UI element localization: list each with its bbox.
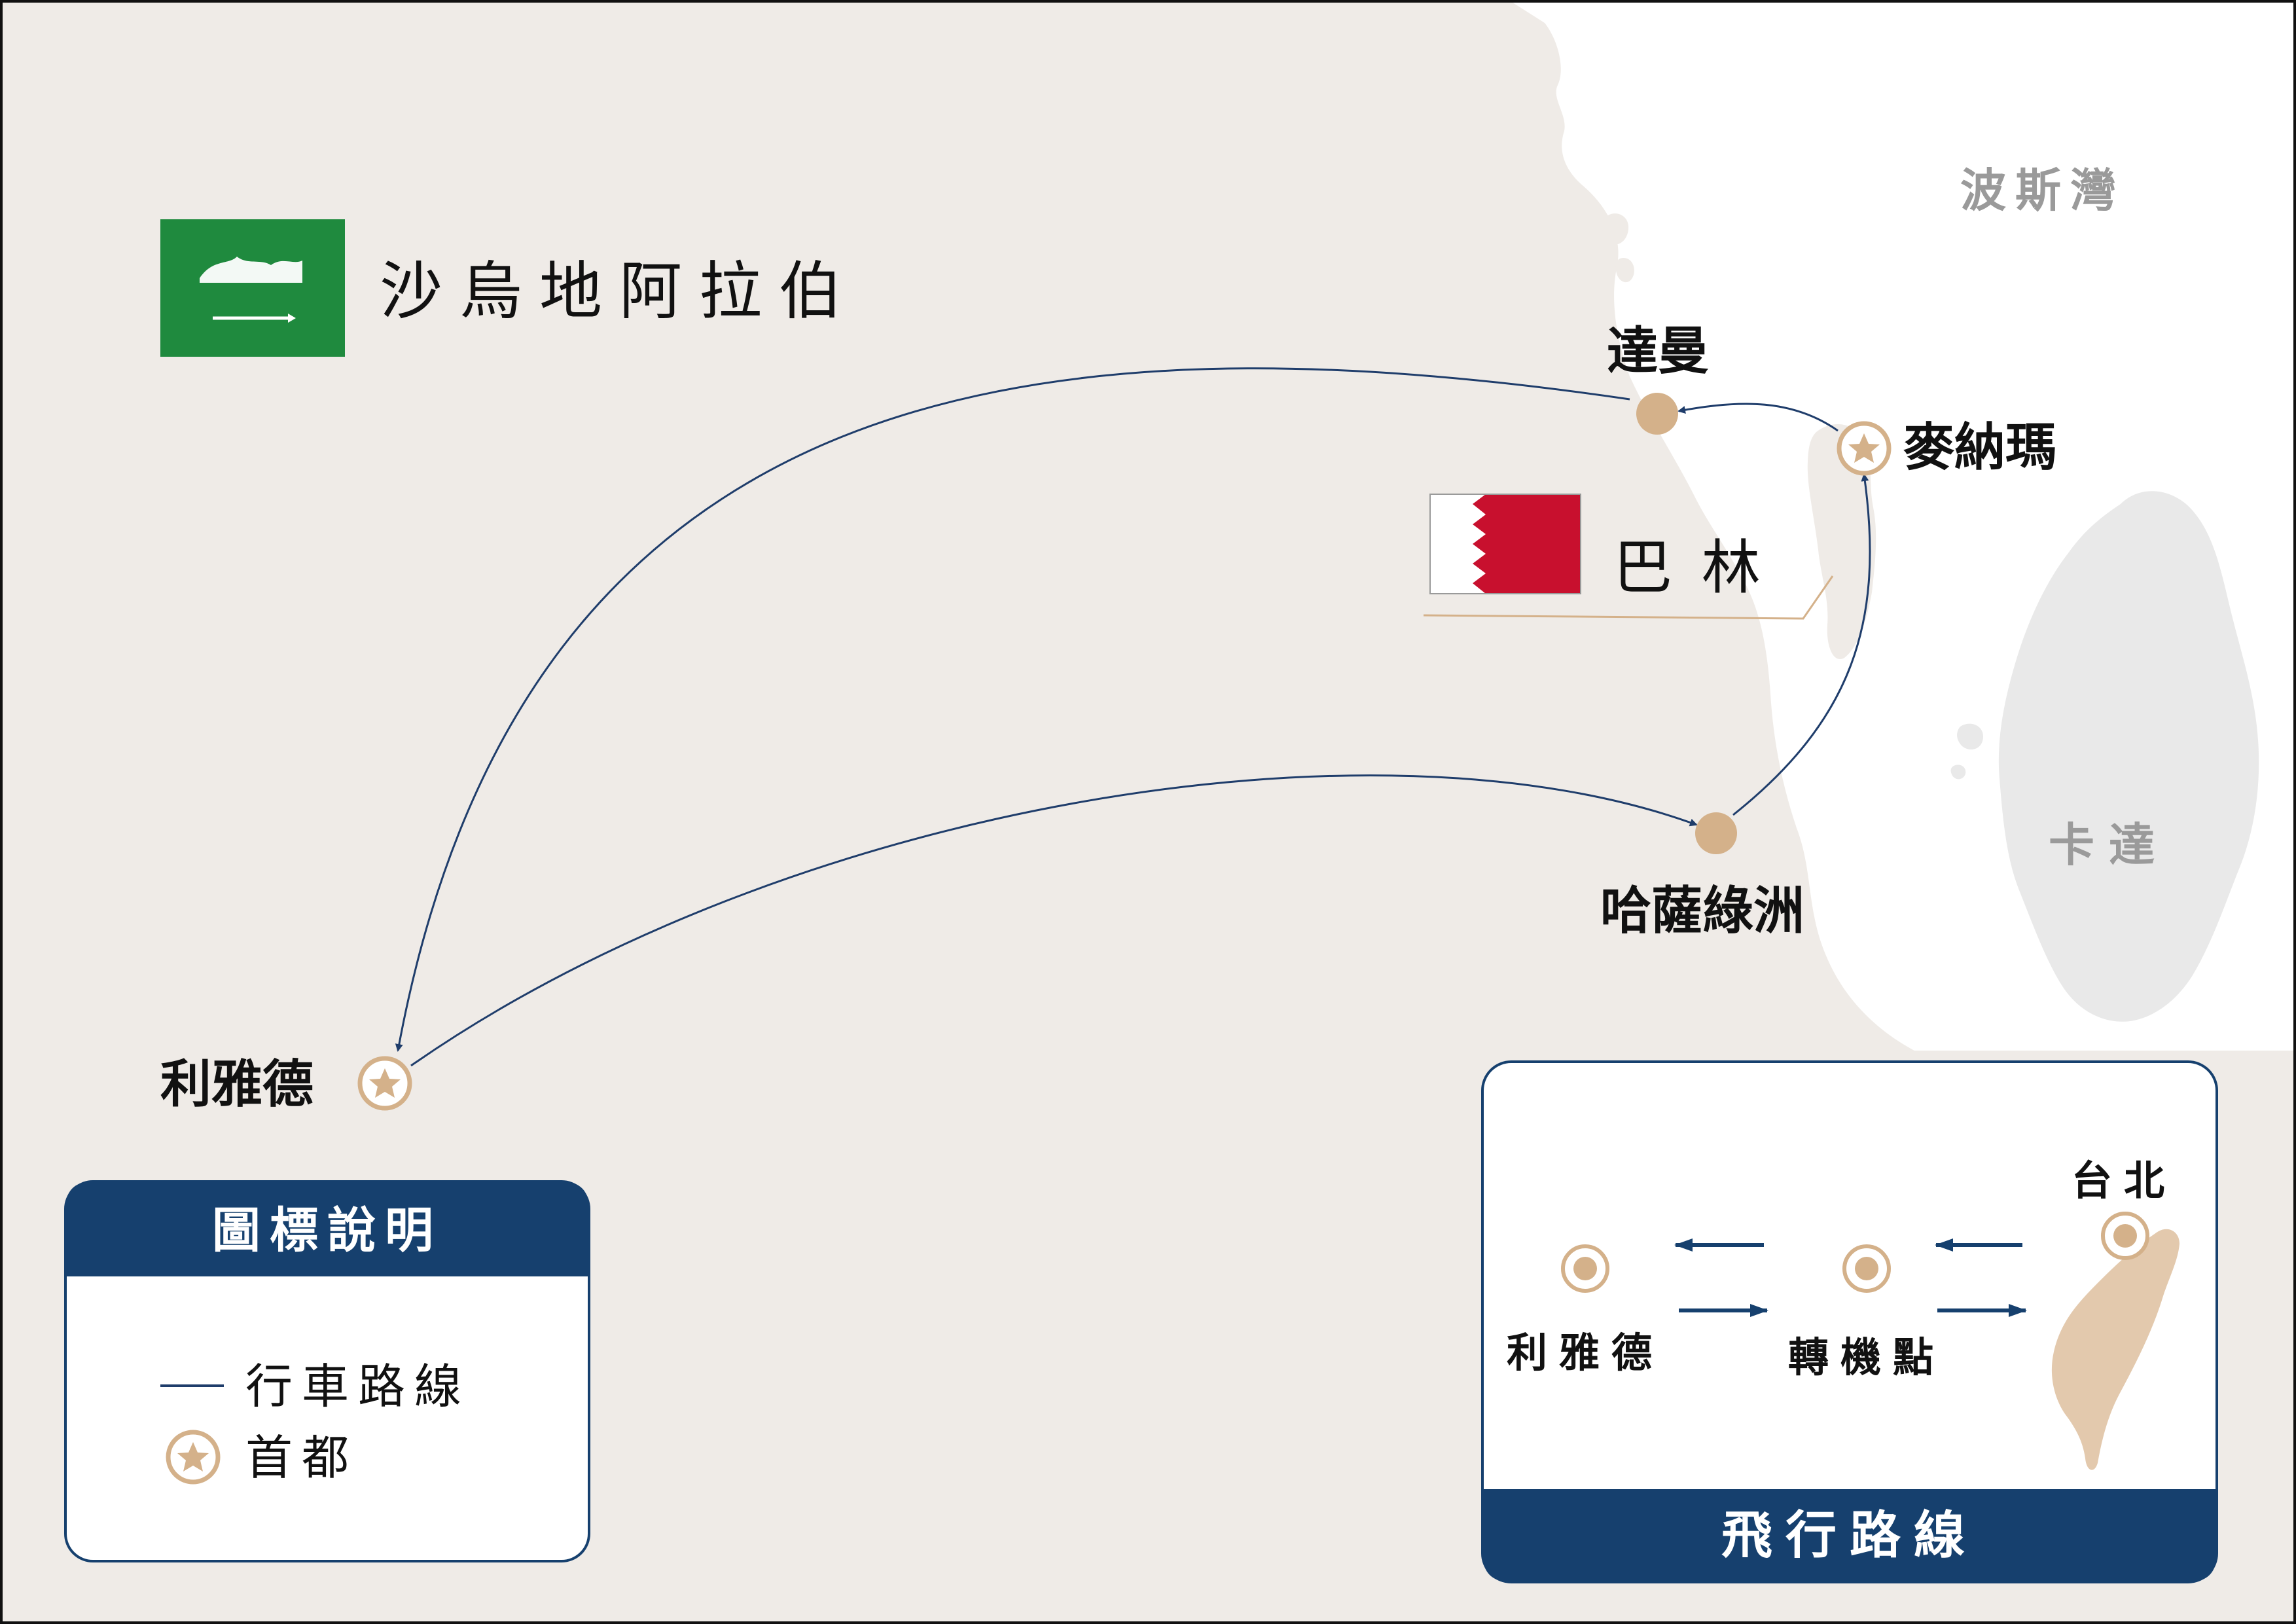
- hofuf-marker[interactable]: [1695, 812, 1737, 854]
- flight-route-box: 飛行路線 台北 轉機點 利雅德: [1481, 1060, 2218, 1583]
- qatar-islet: [1950, 765, 1966, 780]
- star-circle-icon: [166, 1430, 221, 1485]
- saudi-flag: [160, 219, 345, 357]
- coastal-island: [1602, 213, 1629, 245]
- taipei-label: 台北: [2072, 1157, 2176, 1204]
- transfer-label: 轉機點: [1788, 1333, 1945, 1381]
- route-manama-dammam: [1677, 403, 1839, 432]
- legend-route-label: 行車路線: [245, 1359, 471, 1414]
- bahrain-island: [1807, 424, 1876, 659]
- manama-label: 麥納瑪: [1903, 418, 2056, 477]
- qatar-islet: [1957, 723, 1983, 749]
- riyadh-label: 利雅德: [160, 1055, 314, 1114]
- coastal-island: [1615, 258, 1634, 283]
- manama-capital-marker[interactable]: [1837, 421, 1892, 476]
- flight-route-title: 飛行路線: [1721, 1506, 1978, 1565]
- saudi-arabia-label: 沙烏地阿拉伯: [380, 255, 859, 328]
- driving-routes: [395, 367, 1871, 1067]
- bahrain-flag: [1429, 494, 1581, 594]
- route-riyadh-hofuf: [410, 774, 1698, 1067]
- taipei-marker[interactable]: [2101, 1212, 2149, 1260]
- route-hofuf-manama: [1732, 473, 1871, 816]
- bahrain-label-underline: [1423, 575, 1834, 620]
- flight-riyadh-label: 利雅德: [1507, 1329, 1664, 1377]
- qatar-label: 卡達: [2049, 818, 2169, 872]
- legend-box: 圖標說明 行車路線 首都: [64, 1180, 590, 1562]
- riyadh-capital-marker[interactable]: [357, 1056, 412, 1111]
- flight-riyadh-marker[interactable]: [1561, 1244, 1609, 1293]
- legend-capital-label: 首都: [245, 1430, 358, 1485]
- dammam-marker[interactable]: [1636, 393, 1678, 435]
- dammam-label: 達曼: [1607, 322, 1709, 381]
- transfer-marker[interactable]: [1842, 1244, 1891, 1293]
- hofuf-label: 哈薩綠洲: [1600, 882, 1804, 941]
- bahrain-label: 巴 林: [1613, 533, 1766, 602]
- qatar-peninsula: [1998, 491, 2259, 1022]
- legend-title: 圖標說明: [212, 1202, 442, 1259]
- persian-gulf-label: 波斯灣: [1960, 164, 2125, 217]
- taiwan-island-icon: [2051, 1229, 2179, 1470]
- route-dammam-riyadh: [395, 367, 1630, 1052]
